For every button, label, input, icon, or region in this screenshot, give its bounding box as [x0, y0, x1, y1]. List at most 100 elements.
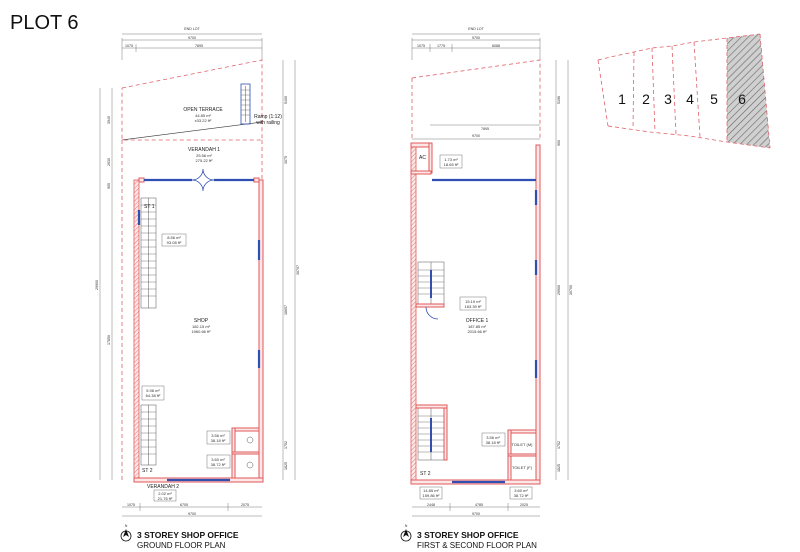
upper-dim-right-b: 900 — [557, 140, 561, 146]
ground-dim-bottom-total: 9700 — [188, 512, 196, 516]
upper-dim-bottom-c: 2025 — [520, 503, 528, 507]
ground-void-area-m2: 8.56 m² — [167, 235, 181, 240]
ground-dim-top-right: 7895 — [195, 44, 203, 48]
upper-dim-right-a: 5196 — [557, 96, 561, 104]
upper-dim-bottom-a: 2448 — [427, 503, 435, 507]
upper-st2-label: ST 2 — [420, 471, 431, 477]
key-plan-plot-6: 6 — [738, 91, 746, 107]
office-area-ft2: 2015.66 ft² — [467, 329, 487, 334]
upper-end-lot-label: END LOT — [468, 27, 484, 31]
upper-dim-inner2: 9700 — [472, 134, 480, 138]
upper-left-wall — [410, 144, 417, 484]
ground-right-dimensions: 5400 3075 30707 18657 1752 1825 — [282, 60, 300, 480]
stair-2 — [140, 404, 157, 466]
ground-toilet1-area-m2: 3.56 m² — [211, 433, 225, 438]
st2-label: ST 2 — [142, 468, 153, 474]
shop-name: SHOP — [194, 318, 209, 324]
key-plan-plot-1: 1 — [618, 91, 626, 107]
ground-compass: N — [120, 524, 132, 542]
verandah1-area-m2: 25.56 m² — [196, 153, 212, 158]
upper-dim-bottom-b: 4785 — [475, 503, 483, 507]
ground-floor-plan: END LOT 9700 1075 7895 OPEN TERRACE 44.8… — [95, 27, 300, 550]
key-plan-plot-3: 3 — [664, 91, 672, 107]
ground-toilet2-area-m2: 3.60 m² — [211, 457, 225, 462]
upper-boundary-line — [411, 59, 541, 140]
ground-right-wall — [258, 179, 264, 481]
ac-area-m2: 1.73 m² — [444, 157, 458, 162]
terrace-edge-line — [121, 121, 263, 141]
office-area-m2: 187.85 m² — [468, 324, 487, 329]
upper-toilet2-area-m2: 3.60 m² — [514, 488, 528, 493]
upper-caption-subtitle: FIRST & SECOND FLOOR PLAN — [417, 541, 537, 550]
upper-dim-right-f: 1825 — [557, 464, 561, 472]
verandah2-area-m2: 2.02 m² — [158, 491, 172, 496]
lower-area-m2: 5.98 m² — [146, 388, 160, 393]
upper-toilet2-area-ft2: 38.72 ft² — [514, 493, 529, 498]
upper-toilet1-area-ft2: 38.18 ft² — [486, 440, 501, 445]
upper-dim-right-c: 29900 — [557, 285, 561, 295]
ground-toilet2-area-ft2: 38.72 ft² — [211, 462, 226, 467]
ac-area-ft2: 18.65 ft² — [444, 162, 459, 167]
ground-dim-left-d: 29900 — [95, 280, 99, 290]
terrace-area-m2: 44.85 m² — [195, 113, 211, 118]
upper-dim-top-mid: 1775 — [437, 44, 445, 48]
ground-caption-subtitle: GROUND FLOOR PLAN — [137, 541, 226, 550]
verandah1-area-ft2: 275.22 ft² — [196, 158, 214, 163]
lower-area-ft2: 64.38 ft² — [146, 393, 161, 398]
ground-void-area-ft2: 93.08 ft² — [167, 240, 182, 245]
office-name: OFFICE 1 — [466, 318, 489, 324]
ground-boundary-line — [121, 59, 263, 141]
stair-1 — [140, 197, 157, 309]
lobby-area-m2: 14.85 m² — [423, 488, 439, 493]
ground-dim-bottom-a: 1075 — [127, 503, 135, 507]
upper-void-area-m2: 15.19 m² — [465, 299, 481, 304]
upper-top-dimensions: END LOT 9700 1075 1775 6088 — [411, 27, 541, 60]
ramp-label-2: with railing — [256, 120, 280, 126]
ramp — [240, 83, 251, 125]
ground-toilet1-area-ft2: 38.18 ft² — [211, 438, 226, 443]
toilet-f-label: TOILET (F) — [512, 465, 533, 470]
ground-dim-left-c: 905 — [107, 183, 111, 189]
upper-compass: N — [400, 524, 412, 542]
ground-dim-right-e: 1752 — [284, 441, 288, 449]
lobby-area-ft2: 159.86 ft² — [423, 493, 441, 498]
upper-floor-plan: END LOT 9700 1075 1775 6088 7895 9700 AC… — [400, 27, 573, 550]
key-plan-plot-4: 4 — [686, 91, 694, 107]
ground-dim-right-d: 18657 — [284, 305, 288, 315]
st1-label: ST 1 — [144, 204, 155, 210]
ground-caption-title: 3 STOREY SHOP OFFICE — [137, 530, 239, 540]
upper-dim-top-total: 9700 — [472, 36, 480, 40]
ground-dim-right-b: 3075 — [284, 156, 288, 164]
verandah2-name: VERANDAH 2 — [147, 484, 179, 490]
key-plan-plot-2: 2 — [642, 91, 650, 107]
ramp-label: Ramp (1:12) — [254, 114, 282, 120]
ground-dim-right-c: 30707 — [296, 265, 300, 275]
upper-caption-title: 3 STOREY SHOP OFFICE — [417, 530, 519, 540]
upper-dim-inner: 7895 — [481, 127, 489, 131]
terrace-name: OPEN TERRACE — [183, 107, 223, 113]
verandah1-name: VERANDAH 1 — [188, 147, 220, 153]
upper-stair-2 — [415, 404, 448, 461]
ground-dim-left-a: 3940 — [107, 116, 111, 124]
ground-end-lot-label: END LOT — [184, 27, 200, 31]
key-plan: 1 2 3 4 5 6 — [597, 33, 771, 149]
upper-bottom-dimensions: 2448 4785 2025 9700 — [412, 503, 540, 517]
upper-right-dimensions: 5196 900 29900 30700 1752 1825 — [555, 60, 573, 480]
upper-compass-north: N — [405, 524, 408, 528]
key-plan-plot-5: 5 — [710, 91, 718, 107]
key-plan-highlight-plot — [727, 34, 770, 148]
ground-dim-left-e: 17850 — [107, 335, 111, 345]
ground-dim-right-f: 1825 — [284, 462, 288, 470]
upper-dim-right-e: 1752 — [557, 441, 561, 449]
ground-dim-bottom-c: 2075 — [241, 503, 249, 507]
ground-dim-top-left: 1075 — [125, 44, 133, 48]
ground-left-dimensions: 3940 2630 905 29900 17850 — [95, 88, 113, 480]
verandah2-area-ft2: 21.76 ft² — [158, 496, 173, 501]
page-title: PLOT 6 — [10, 12, 79, 34]
upper-dim-bottom-total: 9700 — [472, 512, 480, 516]
shop-area-m2: 182.15 m² — [192, 324, 211, 329]
upper-void-area-ft2: 163.39 ft² — [465, 304, 483, 309]
ground-dim-bottom-b: 6705 — [180, 503, 188, 507]
upper-toilet1-area-m2: 3.56 m² — [486, 435, 500, 440]
